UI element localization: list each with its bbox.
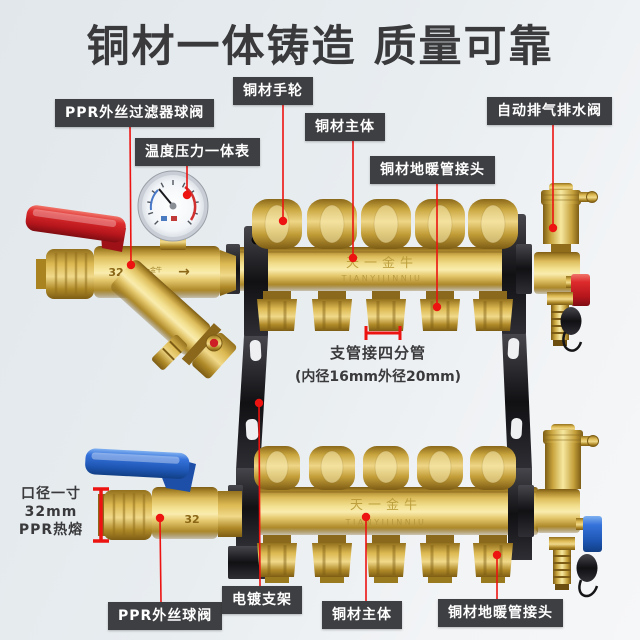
air-vent-top [534, 183, 598, 352]
barb-black-cap [560, 307, 582, 335]
callout-main-body-bottom: 铜材主体 [322, 601, 402, 629]
hand-wheel [415, 199, 465, 249]
bar-brand-cn: 天一金牛 [346, 255, 418, 271]
vent-side-screw [579, 192, 589, 202]
oval-fitting [417, 446, 463, 490]
outlets-top [257, 291, 513, 331]
branch-pipe-note: 支管接四分管 (内径16mm外径20mm) [278, 342, 478, 386]
outlet-nut [257, 535, 297, 583]
valve-brand-mark: 天一金牛 [138, 266, 162, 274]
top-manifold-bar: 天一金牛 TIANYIJINNIU [228, 247, 532, 291]
outlet-nut [420, 291, 460, 331]
branch-pipe-note-line1: 支管接四分管 [329, 344, 426, 362]
bar-clamp-ring [516, 244, 532, 294]
cap-cord [562, 331, 583, 352]
caliber-note-line3: PPR热熔 [18, 522, 84, 538]
outlet-nut [366, 535, 406, 583]
cap-cord [578, 579, 599, 598]
outlet-nut [312, 291, 352, 331]
hand-wheel [252, 199, 302, 249]
oval-fitting [363, 446, 409, 490]
outlet-nut [473, 535, 513, 583]
ball-valve-blue: 32 [85, 448, 242, 540]
drain-valve-handle-red [571, 274, 590, 306]
callout-floor-pipe-connector-top: 铜材地暖管接头 [370, 156, 495, 184]
outlet-nut [473, 291, 513, 331]
barb-black-cap [576, 554, 598, 582]
branch-measure-mark [364, 326, 402, 340]
caliber-measure-mark [93, 487, 109, 543]
y-strainer [111, 260, 237, 379]
red-lever-handle [25, 205, 126, 243]
bar-clamp-ring [518, 485, 534, 537]
blue-lever-handle [85, 448, 190, 479]
oval-fitting [309, 446, 355, 490]
outlets-bottom [257, 535, 513, 583]
outlet-nut [366, 291, 406, 331]
caliber-note: 口径一寸 32mm PPR热熔 [12, 485, 90, 539]
valve-size-mark: 32 [184, 513, 199, 526]
callout-ppr-ball-valve: PPR外丝球阀 [108, 602, 223, 630]
callout-ppr-filter-valve: PPR外丝过滤器球阀 [55, 99, 215, 127]
fittings-bottom-top [254, 446, 516, 490]
drain-hose-barb [553, 550, 571, 590]
leader-dots [126, 190, 558, 560]
callout-floor-pipe-connector-bottom: 铜材地暖管接头 [438, 599, 563, 627]
strainer-cap-seal [209, 338, 219, 348]
branch-pipe-note-line2: (内径16mm外径20mm) [294, 369, 462, 385]
gauge-red-arc [184, 185, 197, 221]
gauge-blue-arc [149, 189, 159, 211]
bottom-manifold-bar: 天一金牛 TIANYIJINNIU [246, 487, 538, 535]
callout-hand-wheel: 铜材手轮 [233, 77, 313, 105]
bar-brand-en: TIANYIJINNIU [345, 518, 427, 527]
drain-valve-handle-blue [583, 516, 602, 552]
callout-vent-drain-valve: 自动排气排水阀 [487, 97, 612, 125]
strainer-drain-barb [152, 334, 188, 370]
flow-arrow-mark: → [178, 264, 190, 280]
leader-lines [129, 105, 554, 603]
caliber-note-line1: 口径一寸 [21, 486, 81, 502]
outlet-nut [420, 535, 460, 583]
vent-side-screw [581, 436, 591, 446]
oval-fitting [254, 446, 300, 490]
bar-brand-en: TIANYIJINNIU [341, 274, 423, 283]
gauge-needle [158, 188, 174, 207]
hand-wheels-top [252, 199, 518, 249]
callout-plated-bracket: 电镀支架 [222, 586, 302, 614]
callout-temp-pressure-gauge: 温度压力一体表 [135, 138, 260, 166]
outlet-nut [312, 535, 352, 583]
outlet-nut [257, 291, 297, 331]
caliber-note-line2: 32mm [24, 504, 78, 520]
pressure-gauge [137, 170, 209, 250]
page-title: 铜材一体铸造 质量可靠 [86, 22, 554, 72]
bar-brand-cn: 天一金牛 [350, 497, 422, 513]
hand-wheel [361, 199, 411, 249]
hand-wheel [468, 199, 518, 249]
oval-fitting [470, 446, 516, 490]
callout-main-body-top: 铜材主体 [305, 113, 385, 141]
hand-wheel [307, 199, 357, 249]
air-vent-bottom [536, 424, 602, 598]
